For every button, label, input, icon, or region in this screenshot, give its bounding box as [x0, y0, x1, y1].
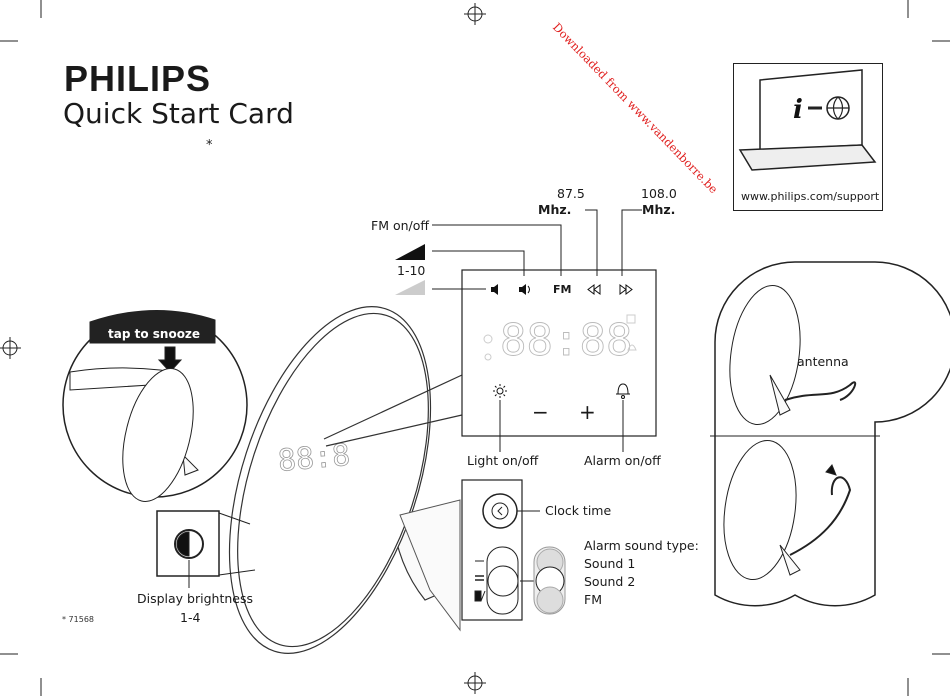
light-icon [493, 384, 507, 398]
tap-to-snooze-label: tap to snooze [108, 327, 200, 341]
freq-high-value: 108.0 [641, 186, 677, 201]
alarm-bell-icon [616, 384, 630, 399]
display-brightness-label: Display brightness [137, 591, 253, 606]
registration-mark-top [464, 3, 486, 25]
clock-device-illustration: 88:8 [191, 282, 470, 679]
brightness-range-label: 1-4 [180, 610, 200, 625]
clock-time-label: Clock time [545, 503, 611, 518]
volume-up-icon [519, 284, 530, 295]
antenna-illustration [710, 262, 950, 606]
freq-low-unit: Mhz. [538, 202, 571, 217]
svg-text:88:8: 88:8 [277, 438, 352, 479]
asterisk-mark: * [206, 138, 213, 153]
rewind-icon [588, 285, 600, 294]
fm-onoff-label: FM on/off [371, 218, 429, 233]
plus-button[interactable]: + [579, 400, 596, 424]
fm-sound-label: FM [584, 592, 602, 607]
light-onoff-label: Light on/off [467, 453, 538, 468]
side-panel [400, 480, 565, 630]
page-title: Quick Start Card [63, 97, 294, 130]
registration-mark-left [0, 337, 21, 359]
volume-low-wedge [395, 280, 425, 295]
support-url[interactable]: www.philips.com/support [741, 190, 879, 203]
brand-logo: PHILIPS [64, 58, 211, 100]
sound1-label: Sound 1 [584, 556, 635, 571]
sound2-label: Sound 2 [584, 574, 635, 589]
freq-low-value: 87.5 [557, 186, 585, 201]
model-number: * 71568 [62, 615, 94, 624]
forward-icon [620, 285, 632, 294]
volume-high-wedge [395, 244, 425, 260]
support-box [733, 63, 883, 211]
alarm-sound-type-label: Alarm sound type: [584, 538, 699, 553]
alarm-onoff-label: Alarm on/off [584, 453, 661, 468]
volume-range-label: 1-10 [397, 263, 425, 278]
freq-high-unit: Mhz. [642, 202, 675, 217]
registration-mark-bottom [464, 672, 486, 694]
volume-down-icon [491, 284, 498, 295]
svg-text:88:88: 88:88 [500, 315, 632, 366]
fm-button-label[interactable]: FM [553, 283, 571, 296]
minus-button[interactable]: − [532, 400, 549, 424]
antenna-label: antenna [797, 354, 849, 369]
